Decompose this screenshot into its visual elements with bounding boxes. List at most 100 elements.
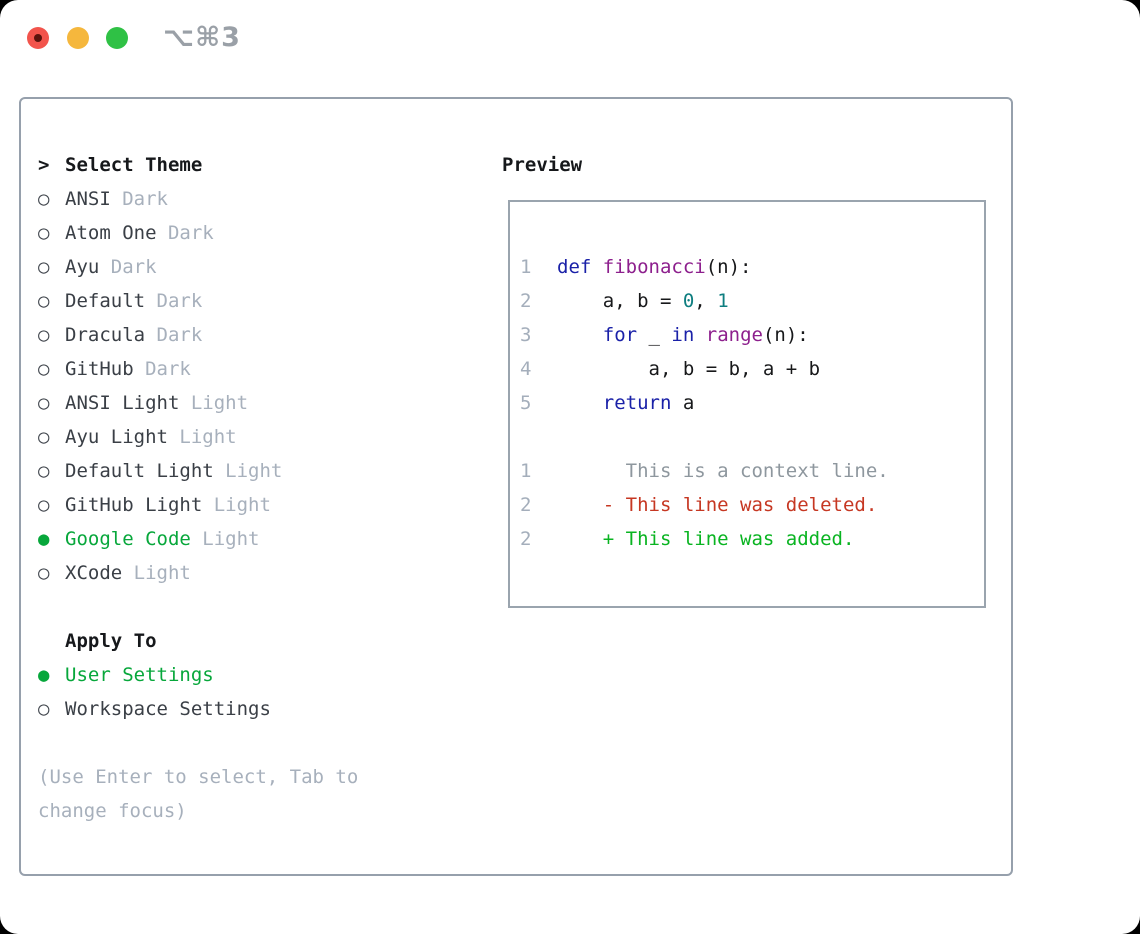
code-token-kwd: in	[671, 324, 695, 346]
radio-unselected-icon: ○	[38, 698, 50, 720]
app-frame: >Select Theme ○ANSI Dark○Atom One Dark○A…	[19, 97, 1013, 876]
theme-variant: Light	[167, 426, 237, 448]
code-token-pln	[557, 528, 603, 550]
line-number: 3	[520, 324, 532, 346]
theme-variant: Dark	[145, 290, 203, 312]
close-button[interactable]	[27, 27, 49, 49]
apply-option-label: User Settings	[65, 664, 214, 686]
code-token-pln	[557, 392, 603, 414]
radio-selected-icon: ●	[38, 528, 50, 550]
theme-name: ANSI Light	[65, 392, 180, 414]
apply-option-workspace-settings[interactable]: ○ Workspace Settings	[38, 692, 358, 726]
window-titlebar: ⌥⌘3	[0, 0, 1140, 76]
theme-option-dracula[interactable]: ○Dracula Dark	[38, 318, 358, 352]
code-token-pln: a, b = b, a + b	[557, 358, 821, 380]
spacer	[38, 726, 358, 760]
radio-unselected-icon: ○	[38, 460, 50, 482]
code-token-lit: 0	[682, 290, 695, 312]
code-line: 1 This is a context line.	[520, 454, 984, 488]
theme-variant: Light	[122, 562, 191, 584]
theme-name: Default	[65, 290, 146, 312]
theme-variant: Dark	[110, 188, 168, 210]
radio-unselected-icon: ○	[38, 188, 50, 210]
code-line: 4 a, b = b, a + b	[520, 352, 984, 386]
zoom-button[interactable]	[106, 27, 128, 49]
code-token-pln	[694, 324, 705, 346]
radio-unselected-icon: ○	[38, 358, 50, 380]
theme-name: XCode	[65, 562, 123, 584]
theme-variant: Dark	[145, 324, 203, 346]
help-text-line-2: change focus)	[38, 800, 187, 822]
theme-option-atom-one[interactable]: ○Atom One Dark	[38, 216, 358, 250]
theme-option-ayu[interactable]: ○ Ayu Dark	[38, 250, 358, 284]
line-number: 2	[520, 528, 532, 550]
line-number: 5	[520, 392, 532, 414]
code-line	[520, 420, 984, 454]
theme-name: Google Code	[65, 528, 191, 550]
code-token-del: - This line was deleted.	[602, 494, 878, 516]
theme-name: Ayu Light	[65, 426, 168, 448]
apply-option-user-settings[interactable]: ● User Settings	[38, 658, 358, 692]
code-token-pln: _	[637, 324, 672, 346]
code-token-pln: (n):	[762, 324, 809, 346]
code-token-typ: range	[705, 324, 763, 346]
code-token-kwd: return	[602, 392, 672, 414]
code-token-pln	[557, 324, 603, 346]
code-token-pln	[557, 494, 603, 516]
spacer	[38, 590, 358, 624]
code-token-kwd: def	[557, 256, 592, 278]
theme-option-google-code[interactable]: ●Google Code Light	[38, 522, 358, 556]
code-token-pln	[591, 256, 602, 278]
select-theme-header: > Select Theme	[38, 148, 358, 182]
preview-title: Preview	[502, 154, 583, 176]
theme-option-github-light[interactable]: ○GitHub Light Light	[38, 488, 358, 522]
theme-name: Atom One	[65, 222, 157, 244]
code-token-typ: fibonacci	[602, 256, 706, 278]
code-line: 3 for _ in range(n):	[520, 318, 984, 352]
apply-option-label: Workspace Settings	[65, 698, 271, 720]
close-dot-icon	[34, 34, 42, 42]
theme-variant: Light	[202, 494, 271, 516]
theme-variant: Dark	[133, 358, 191, 380]
minimize-button[interactable]	[67, 27, 89, 49]
radio-unselected-icon: ○	[38, 494, 50, 516]
code-token-add: + This line was added.	[602, 528, 855, 550]
focus-marker-icon: >	[38, 154, 50, 176]
code-token-pln: a, b =	[557, 290, 683, 312]
theme-list: ○ANSI Dark○Atom One Dark○Ayu Dark○Defaul…	[38, 182, 358, 590]
theme-name: Ayu	[65, 256, 100, 278]
apply-to-header: Apply To	[65, 630, 157, 652]
radio-unselected-icon: ○	[38, 290, 50, 312]
code-line: 2 + This line was added.	[520, 522, 984, 556]
code-token-pln: a	[671, 392, 695, 414]
theme-variant: Dark	[156, 222, 214, 244]
theme-variant: Light	[213, 460, 283, 482]
theme-option-ansi[interactable]: ○ANSI Dark	[38, 182, 358, 216]
radio-unselected-icon: ○	[38, 256, 50, 278]
help-text-line-1: (Use Enter to select, Tab to	[38, 766, 359, 788]
code-line: 2 a, b = 0, 1	[520, 284, 984, 318]
theme-option-ansi-light[interactable]: ○ANSI Light Light	[38, 386, 358, 420]
theme-option-github[interactable]: ○ GitHub Dark	[38, 352, 358, 386]
code-token-kwd: for	[602, 324, 638, 346]
theme-name: Default Light	[65, 460, 214, 482]
theme-name: GitHub	[65, 358, 134, 380]
line-number: 4	[520, 358, 532, 380]
code-token-pln: (n):	[705, 256, 752, 278]
theme-option-xcode[interactable]: ○XCode Light	[38, 556, 358, 590]
theme-option-ayu-light[interactable]: ○Ayu Light Light	[38, 420, 358, 454]
code-token-lit: 1	[717, 290, 729, 312]
code-line: 5 return a	[520, 386, 984, 420]
theme-variant: Light	[179, 392, 249, 414]
theme-variant: Dark	[99, 256, 157, 278]
theme-option-default-light[interactable]: ○ Default Light Light	[38, 454, 358, 488]
theme-option-default[interactable]: ○ Default Dark	[38, 284, 358, 318]
line-number: 2	[520, 290, 532, 312]
radio-selected-icon: ●	[38, 664, 50, 686]
code-line: 2 - This line was deleted.	[520, 488, 984, 522]
select-theme-title: Select Theme	[65, 154, 203, 176]
theme-name: Dracula	[65, 324, 146, 346]
